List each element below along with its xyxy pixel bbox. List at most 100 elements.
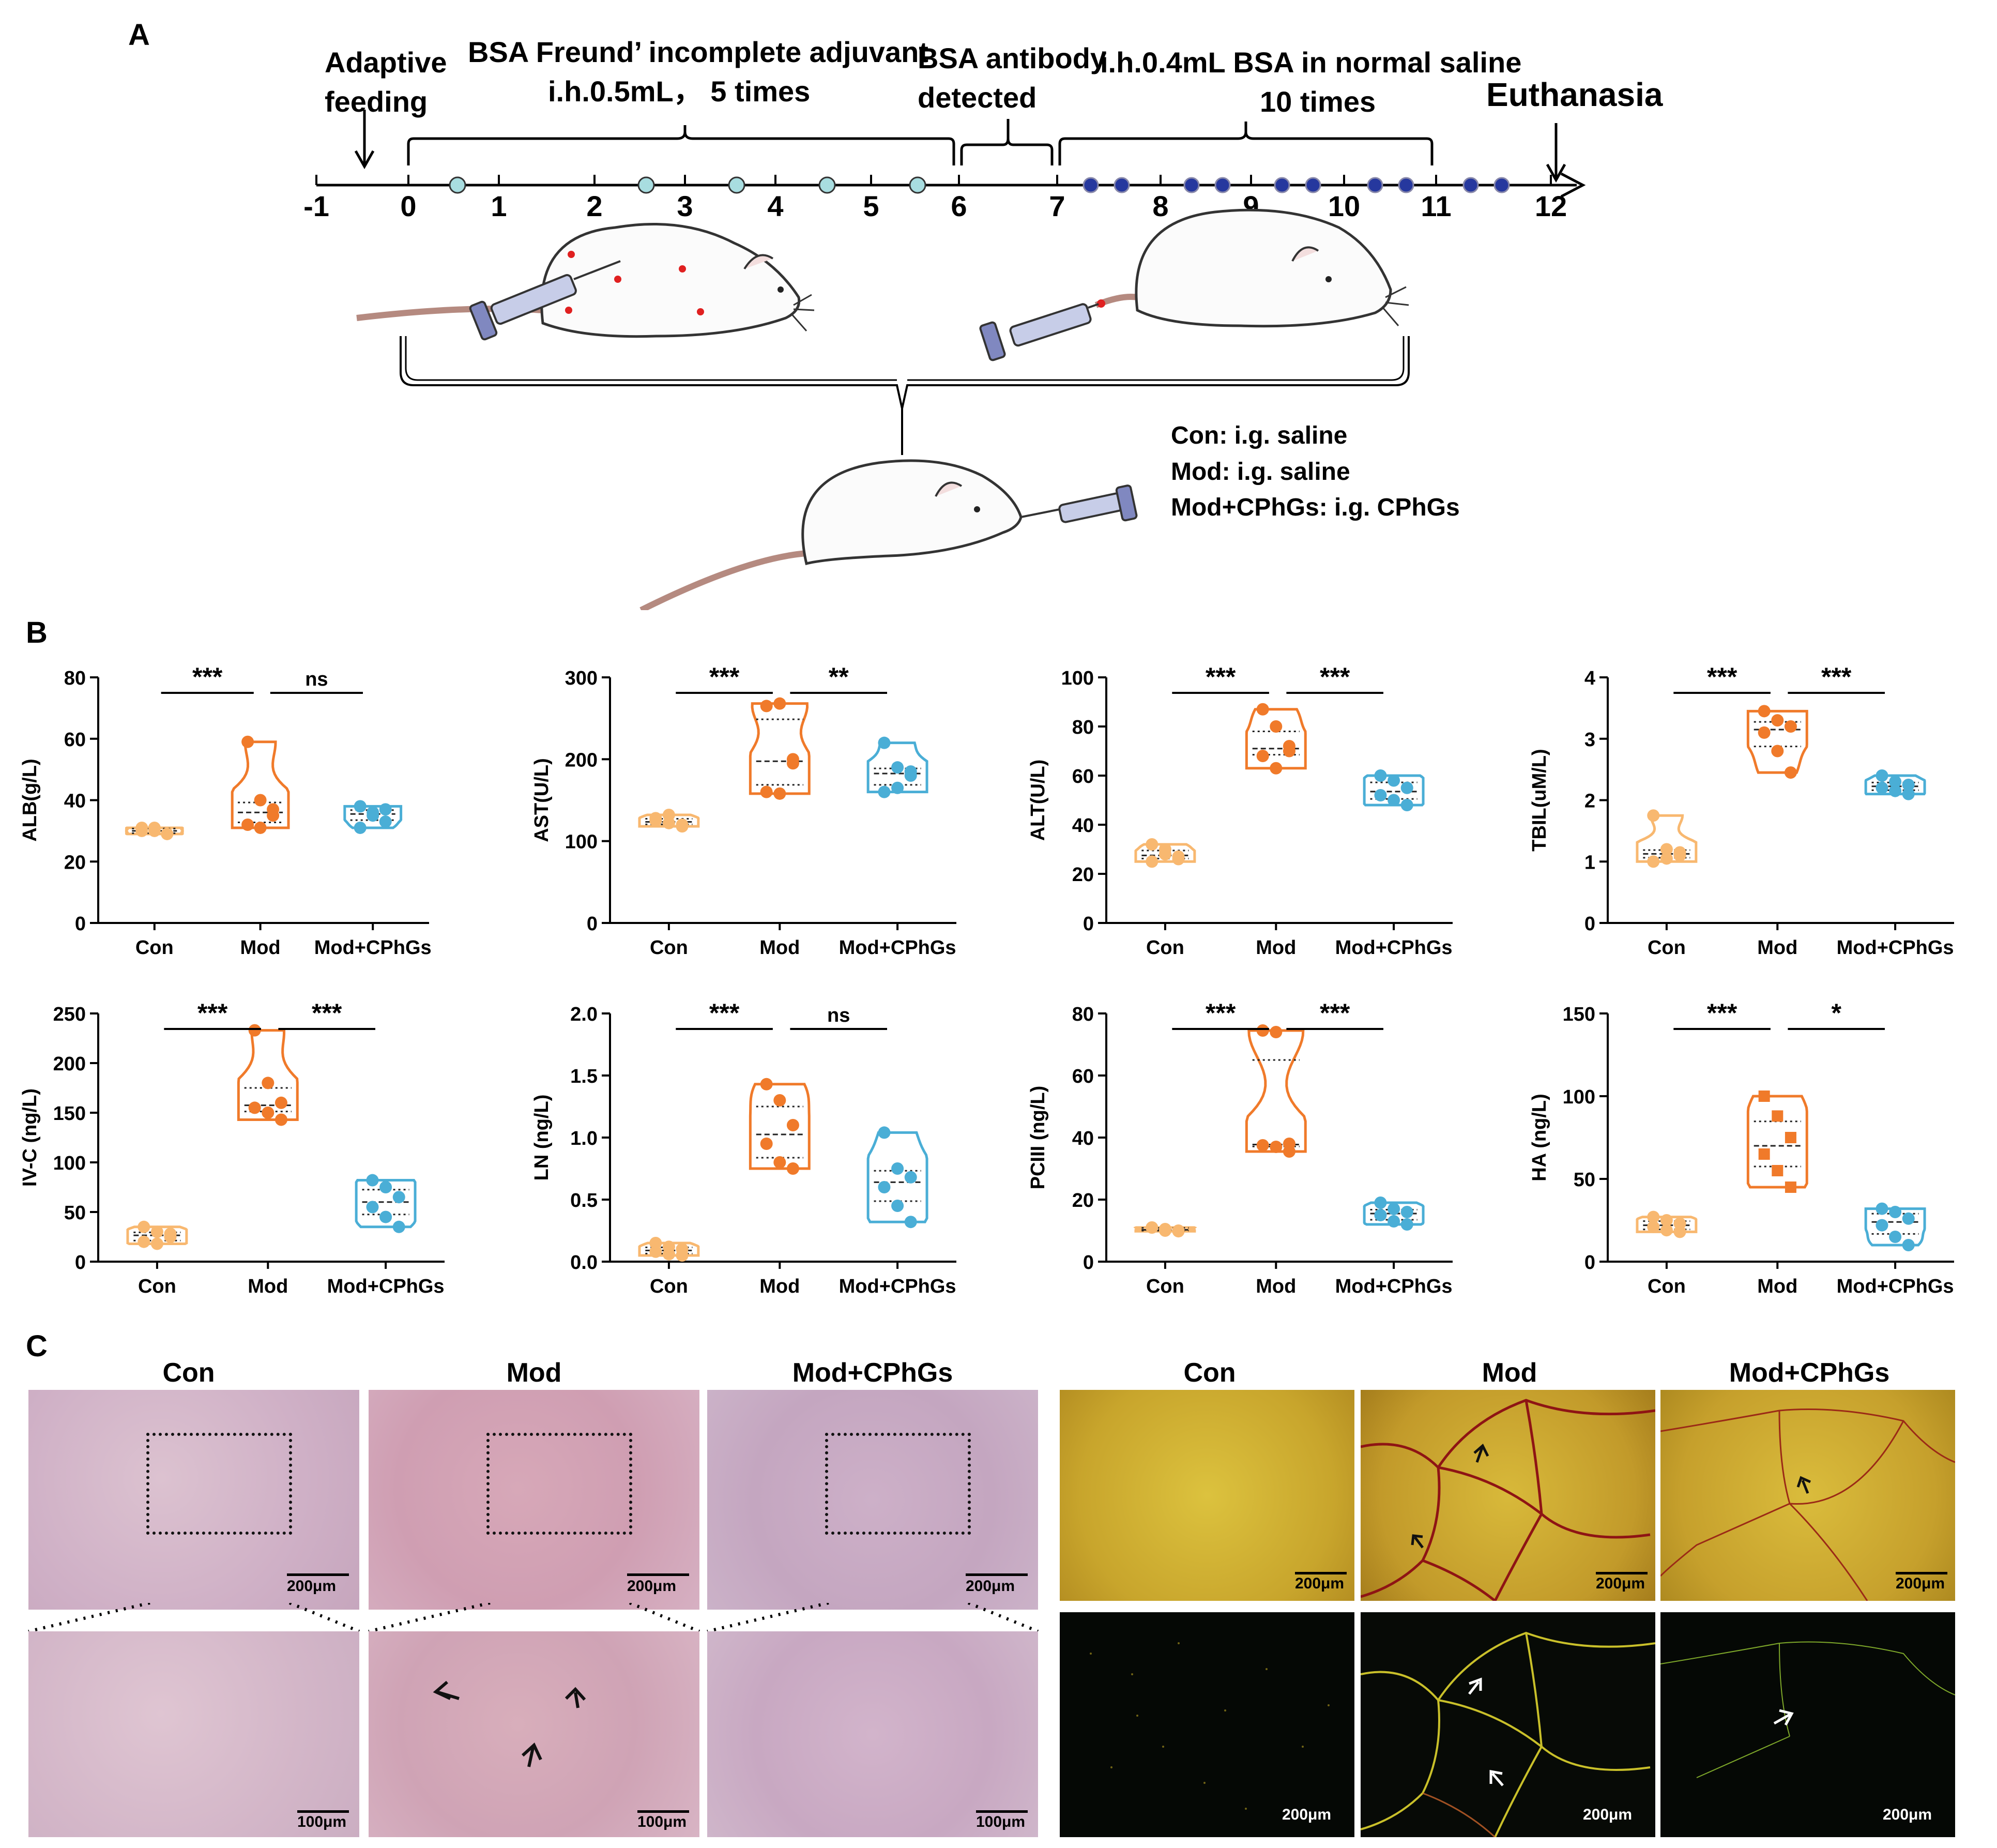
micro-title-he-cphgs: Mod+CPhGs <box>792 1358 953 1388</box>
data-point <box>1758 1148 1770 1160</box>
data-point <box>773 1094 786 1107</box>
panel-letter-a: A <box>128 18 150 52</box>
violin-shape <box>231 740 290 829</box>
data-point <box>1374 789 1387 801</box>
violin-shape <box>1245 1029 1307 1153</box>
data-point <box>1172 853 1185 866</box>
y-tick-label: 0.5 <box>570 1190 598 1211</box>
bracket-connector <box>400 336 1410 409</box>
x-tick-label: Con <box>650 937 688 959</box>
timeline-tick-label: 4 <box>767 190 783 222</box>
micrograph-he-mod-high: 100μm <box>369 1631 699 1837</box>
brace-freund <box>407 125 955 165</box>
y-axis-label: IV-C (ng/L) <box>19 1088 41 1187</box>
data-point <box>1400 1218 1413 1231</box>
data-point <box>354 800 367 813</box>
data-point <box>1158 848 1171 860</box>
data-point <box>760 785 773 798</box>
label-bsa-freund-line2: i.h.0.5mL， 5 times <box>548 75 811 108</box>
data-point <box>1146 838 1158 851</box>
data-point <box>1785 1132 1796 1143</box>
y-tick-label: 200 <box>53 1053 86 1075</box>
data-point <box>254 794 267 807</box>
data-point <box>150 1237 163 1250</box>
brace-antibody <box>960 119 1054 165</box>
timeline-diagram: -1 0 1 2 3 4 5 6 7 8 9 10 11 12 <box>303 110 1586 610</box>
x-tick-label: Mod <box>1757 937 1797 959</box>
rat-illustration-right <box>1094 208 1409 328</box>
data-point <box>1784 720 1797 733</box>
data-point <box>1889 1206 1902 1218</box>
data-point <box>662 1248 675 1261</box>
significance-label: *** <box>1707 662 1737 691</box>
micrograph-sr-mod-polar: 200μm <box>1361 1612 1655 1837</box>
x-tick-label: Con <box>138 1276 176 1297</box>
y-tick-label: 1.5 <box>570 1066 598 1087</box>
data-point <box>1660 1214 1673 1226</box>
data-point <box>1660 843 1673 856</box>
x-tick-label: Mod <box>240 937 281 959</box>
y-tick-label: 0.0 <box>570 1252 598 1274</box>
data-point <box>1400 1206 1413 1218</box>
data-point <box>904 765 917 778</box>
y-tick-label: 0 <box>1584 1252 1595 1274</box>
significance-label: *** <box>709 998 740 1027</box>
data-point <box>254 821 267 834</box>
data-point <box>1889 1231 1902 1243</box>
y-tick-label: 60 <box>64 729 86 751</box>
y-tick-label: 2.0 <box>570 1004 598 1025</box>
x-tick-label: Con <box>650 1276 688 1297</box>
micrograph-he-mod-low: 200μm <box>369 1390 699 1610</box>
data-point <box>1902 787 1915 800</box>
scale-bar-label: 200μm <box>1583 1806 1633 1823</box>
data-point <box>1256 703 1269 716</box>
data-point <box>392 1220 405 1233</box>
timeline-tick-label: 12 <box>1535 190 1567 222</box>
data-point <box>1270 1141 1283 1153</box>
data-point <box>1902 1212 1915 1225</box>
significance-label: ns <box>827 1005 850 1026</box>
y-axis-label: HA (ng/L) <box>1529 1094 1550 1181</box>
x-tick-label: Mod+CPhGs <box>839 1276 956 1297</box>
rat-illustration-left <box>356 222 815 338</box>
violin-shape <box>749 702 811 795</box>
y-tick-label: 250 <box>53 1004 86 1025</box>
x-tick-label: Mod <box>759 1276 800 1297</box>
y-tick-label: 0 <box>1083 1252 1094 1274</box>
data-point <box>1158 1224 1171 1237</box>
freund-injection-dots <box>449 176 926 194</box>
timeline-tick-labels: -1 0 1 2 3 4 5 6 7 8 9 10 11 12 <box>303 190 1567 222</box>
scale-bar-label: 200μm <box>1295 1575 1345 1592</box>
data-point <box>1256 1024 1269 1037</box>
violin-shape <box>237 1029 299 1121</box>
data-point <box>161 827 174 840</box>
significance-label: *** <box>709 662 740 691</box>
y-tick-label: 150 <box>1563 1004 1595 1025</box>
data-point <box>878 785 891 798</box>
data-point <box>786 1119 799 1131</box>
scale-bar-label: 200μm <box>1883 1806 1932 1823</box>
data-point <box>878 736 891 749</box>
violin-shape <box>1245 708 1307 770</box>
treatment-legend-row: Con: i.g. saline <box>1171 422 1348 449</box>
data-point <box>1876 769 1888 782</box>
x-tick-label: Mod <box>759 937 800 959</box>
scale-bar-label: 200μm <box>627 1578 677 1595</box>
y-axis-label: TBIL(uM/L) <box>1529 749 1550 851</box>
data-point <box>379 815 392 828</box>
micrograph-he-cphgs-high: 100μm <box>707 1631 1038 1837</box>
data-point <box>1283 745 1295 758</box>
x-tick-label: Mod+CPhGs <box>839 937 956 959</box>
data-point <box>138 1235 150 1248</box>
y-tick-label: 100 <box>1061 668 1094 689</box>
data-point <box>1758 1090 1770 1102</box>
data-point <box>1876 1219 1888 1232</box>
data-point <box>262 1107 275 1119</box>
data-point <box>1785 1181 1796 1193</box>
data-point <box>760 1138 773 1150</box>
label-euthanasia: Euthanasia <box>1486 76 1663 113</box>
label-bsa-saline-line1: i.h.0.4mL BSA in normal saline <box>1100 46 1522 79</box>
significance-label: ns <box>305 669 328 690</box>
data-point <box>248 1101 261 1114</box>
significance-label: *** <box>312 998 342 1027</box>
